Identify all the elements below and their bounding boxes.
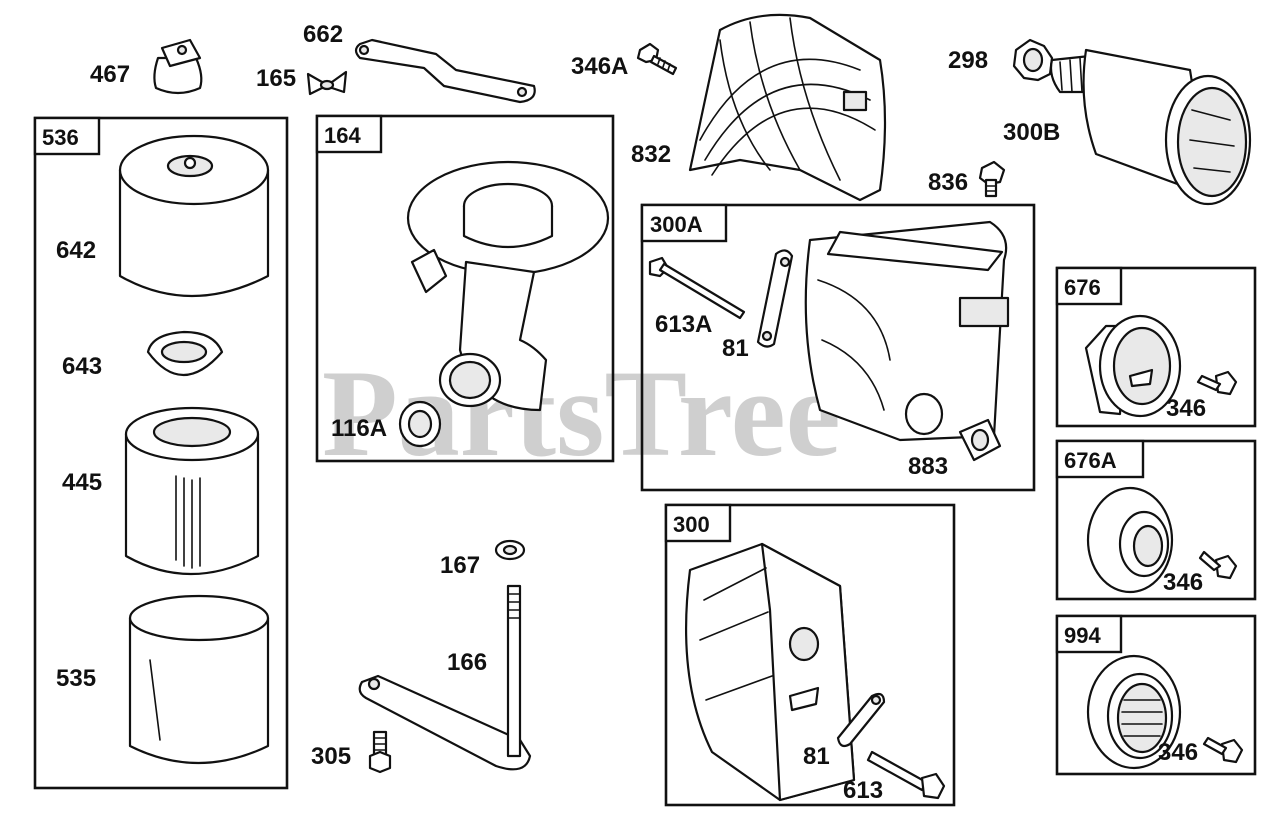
label-836: 836 bbox=[928, 169, 968, 196]
label-81-b: 81 bbox=[803, 743, 830, 770]
part-deflector-676 bbox=[1084, 314, 1182, 418]
part-muffler-guard bbox=[688, 13, 887, 202]
part-muffler-300B bbox=[1049, 48, 1252, 206]
box-label-536: 536 bbox=[42, 125, 79, 150]
part-filter-cover bbox=[118, 134, 270, 297]
box-label-676: 676 bbox=[1064, 275, 1101, 300]
label-832: 832 bbox=[631, 141, 671, 168]
part-air-cleaner-base bbox=[406, 160, 610, 412]
label-81-a: 81 bbox=[722, 335, 749, 362]
box-label-300: 300 bbox=[673, 512, 710, 537]
part-stud-166 bbox=[506, 584, 522, 758]
label-166: 166 bbox=[447, 649, 487, 676]
part-pre-filter bbox=[128, 594, 270, 764]
label-883: 883 bbox=[908, 453, 948, 480]
label-305: 305 bbox=[311, 743, 351, 770]
part-screw-346-a bbox=[1196, 370, 1238, 396]
label-300B: 300B bbox=[1003, 119, 1060, 146]
label-346-c: 346 bbox=[1158, 739, 1198, 766]
box-300A: 300A bbox=[640, 203, 1036, 492]
label-346A: 346A bbox=[571, 53, 628, 80]
part-lock-nut bbox=[1012, 38, 1054, 82]
part-screw-346-b bbox=[1198, 550, 1238, 580]
label-642: 642 bbox=[56, 237, 96, 264]
part-bolt-836 bbox=[978, 160, 1006, 198]
part-bolt-305 bbox=[368, 730, 392, 774]
label-613A: 613A bbox=[655, 311, 712, 338]
part-lock-plate-300 bbox=[836, 692, 886, 748]
label-467: 467 bbox=[90, 61, 130, 88]
part-washer-167 bbox=[494, 539, 526, 561]
part-lock-plate-300A bbox=[756, 249, 794, 348]
callout-labels: 467 662 165 346A 832 298 300B 836 642 64… bbox=[56, 21, 1206, 804]
part-spark-arrestor-994 bbox=[1086, 654, 1182, 770]
part-wing-nut bbox=[306, 70, 348, 96]
part-seal bbox=[146, 330, 224, 376]
label-662: 662 bbox=[303, 21, 343, 48]
box-300: 300 bbox=[664, 503, 956, 807]
box-label-676A: 676A bbox=[1064, 448, 1117, 473]
label-167: 167 bbox=[440, 552, 480, 579]
part-bolt-346A bbox=[636, 42, 678, 76]
label-298: 298 bbox=[948, 47, 988, 74]
label-643: 643 bbox=[62, 353, 102, 380]
part-gasket-883 bbox=[958, 418, 1002, 462]
label-346-a: 346 bbox=[1166, 395, 1206, 422]
part-bolt-613 bbox=[866, 750, 946, 800]
part-deflector-676A bbox=[1086, 486, 1174, 594]
part-bracket-662 bbox=[354, 38, 536, 104]
box-label-164: 164 bbox=[324, 123, 361, 148]
label-165: 165 bbox=[256, 65, 296, 92]
label-613: 613 bbox=[843, 777, 883, 804]
label-445: 445 bbox=[62, 469, 102, 496]
part-gasket-116A bbox=[398, 400, 442, 448]
box-164: 164 bbox=[315, 114, 615, 463]
label-535: 535 bbox=[56, 665, 96, 692]
label-116A: 116A bbox=[331, 415, 387, 442]
part-filter-cartridge bbox=[124, 406, 260, 575]
box-label-994: 994 bbox=[1064, 623, 1101, 648]
part-knob bbox=[153, 38, 203, 95]
box-536: 536 bbox=[33, 116, 289, 790]
label-346-b: 346 bbox=[1163, 569, 1203, 596]
part-muffler-300 bbox=[684, 542, 856, 802]
part-bolt-613A bbox=[648, 256, 746, 320]
part-muffler-300A bbox=[804, 220, 1010, 442]
box-label-300A: 300A bbox=[650, 212, 703, 237]
box-676: 676 bbox=[1055, 266, 1257, 428]
part-screw-346-c bbox=[1202, 736, 1244, 764]
part-bracket-base bbox=[358, 674, 532, 771]
box-994: 994 bbox=[1055, 614, 1257, 776]
box-676A: 676A bbox=[1055, 439, 1257, 601]
